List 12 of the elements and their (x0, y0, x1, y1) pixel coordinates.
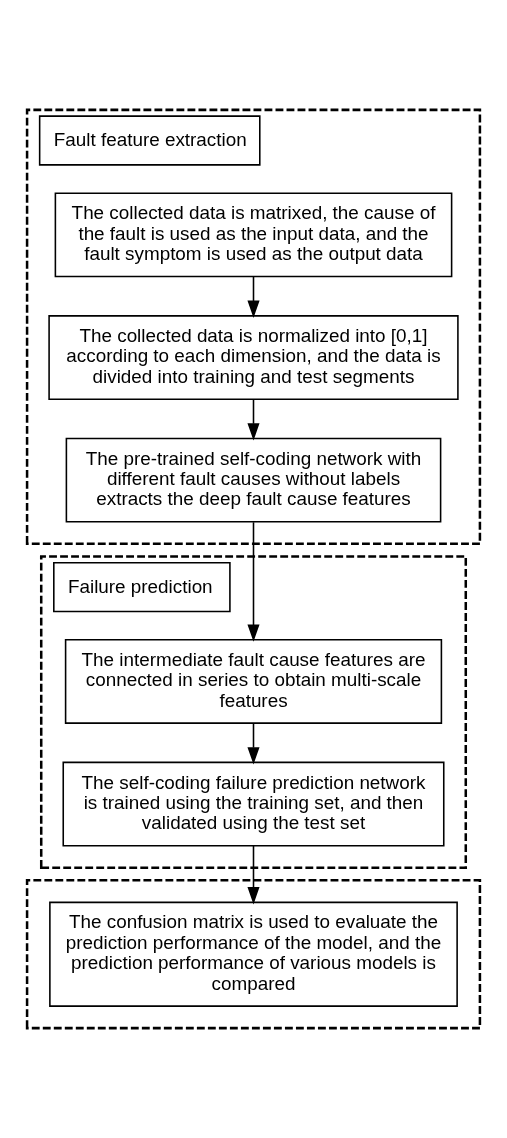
arrow (247, 276, 260, 318)
node-box: The confusion matrix is used to evaluate the prediction performance of the model, and the prediction performance of various models is compared (49, 901, 458, 1007)
node-box: The self-coding failure prediction network is trained using the training set, and then validated using the test set (62, 761, 445, 847)
cluster (25, 879, 482, 1030)
node-box: The pre-trained self-coding network with different fault causes without labels extracts the deep fault cause features (65, 437, 442, 523)
arrow (247, 845, 260, 905)
node-box: The collected data is matrixed, the cause of the fault is used as the input data, and the fault symptom is used as the output data (54, 192, 453, 278)
node-box: The intermediate fault cause features are connected in series to obtain multi-scale features (64, 638, 443, 724)
arrow (247, 521, 260, 642)
node-box: The collected data is normalized into [0,1] according to each dimension, and the data is divided into training and test segments (48, 315, 459, 400)
arrow (247, 398, 260, 441)
arrow (247, 722, 260, 765)
